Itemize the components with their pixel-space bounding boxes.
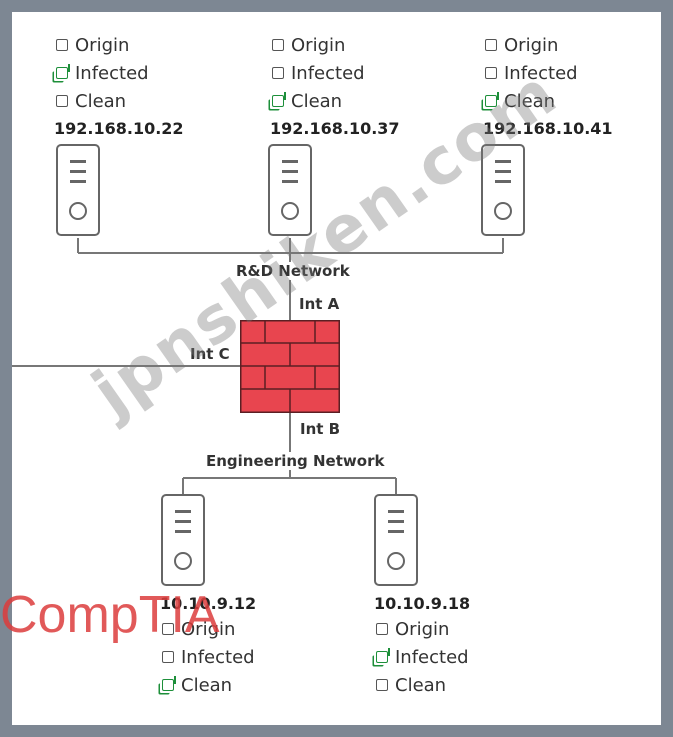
server-icon	[374, 494, 418, 586]
h5-clean-label: Clean	[395, 674, 447, 696]
h3-clean-checkbox[interactable]: Clean	[485, 89, 555, 113]
comptia-watermark: CompTIA	[0, 586, 220, 644]
h4-infected-checkbox[interactable]: Infected	[162, 645, 255, 669]
h4-clean-label: Clean	[181, 674, 233, 696]
server-icon	[56, 144, 100, 236]
h2-origin-checkbox[interactable]: Origin	[272, 33, 345, 57]
server-icon	[481, 144, 525, 236]
h3-infected-label: Infected	[504, 62, 578, 84]
firewall-icon	[240, 320, 340, 413]
checkbox-icon	[272, 67, 284, 79]
h1-clean-label: Clean	[75, 90, 127, 112]
int-a-label: Int A	[297, 295, 342, 313]
h3-clean-label: Clean	[504, 90, 556, 112]
h3-origin-label: Origin	[504, 34, 559, 56]
checkbox-icon	[56, 95, 68, 107]
server-icon	[161, 494, 205, 586]
checkbox-icon	[162, 651, 174, 663]
h3-infected-checkbox[interactable]: Infected	[485, 61, 578, 85]
h1-origin-label: Origin	[75, 34, 130, 56]
h1-infected-checkbox[interactable]: Infected	[56, 61, 149, 85]
h5-infected-label: Infected	[395, 646, 469, 668]
rd-network-label: R&D Network	[234, 262, 352, 280]
h4-ip: 10.10.9.12	[160, 594, 257, 613]
checkbox-icon	[485, 67, 497, 79]
server-icon	[268, 144, 312, 236]
h1-ip: 192.168.10.22	[54, 119, 184, 138]
h4-clean-checkbox[interactable]: Clean	[162, 673, 232, 697]
h4-origin-checkbox[interactable]: Origin	[162, 617, 235, 641]
checkbox-icon	[485, 39, 497, 51]
checkbox-selected-icon	[162, 676, 176, 691]
checkbox-icon	[56, 39, 68, 51]
int-b-label: Int B	[298, 420, 343, 438]
h3-ip: 192.168.10.41	[483, 119, 613, 138]
checkbox-selected-icon	[272, 92, 286, 107]
h2-ip: 192.168.10.37	[270, 119, 400, 138]
h1-origin-checkbox[interactable]: Origin	[56, 33, 129, 57]
checkbox-selected-icon	[56, 64, 70, 79]
h5-ip: 10.10.9.18	[374, 594, 471, 613]
checkbox-icon	[376, 679, 388, 691]
h5-origin-checkbox[interactable]: Origin	[376, 617, 449, 641]
h4-infected-label: Infected	[181, 646, 255, 668]
h1-infected-label: Infected	[75, 62, 149, 84]
engineering-network-label: Engineering Network	[204, 452, 387, 470]
checkbox-icon	[272, 39, 284, 51]
h5-origin-label: Origin	[395, 618, 450, 640]
checkbox-icon	[376, 623, 388, 635]
int-c-label: Int C	[188, 345, 232, 363]
h2-infected-label: Infected	[291, 62, 365, 84]
h3-origin-checkbox[interactable]: Origin	[485, 33, 558, 57]
h5-clean-checkbox[interactable]: Clean	[376, 673, 446, 697]
checkbox-selected-icon	[485, 92, 499, 107]
checkbox-selected-icon	[376, 648, 390, 663]
h2-clean-checkbox[interactable]: Clean	[272, 89, 342, 113]
h4-origin-label: Origin	[181, 618, 236, 640]
h2-infected-checkbox[interactable]: Infected	[272, 61, 365, 85]
h5-infected-checkbox[interactable]: Infected	[376, 645, 469, 669]
h2-clean-label: Clean	[291, 90, 343, 112]
h1-clean-checkbox[interactable]: Clean	[56, 89, 126, 113]
checkbox-icon	[162, 623, 174, 635]
h2-origin-label: Origin	[291, 34, 346, 56]
